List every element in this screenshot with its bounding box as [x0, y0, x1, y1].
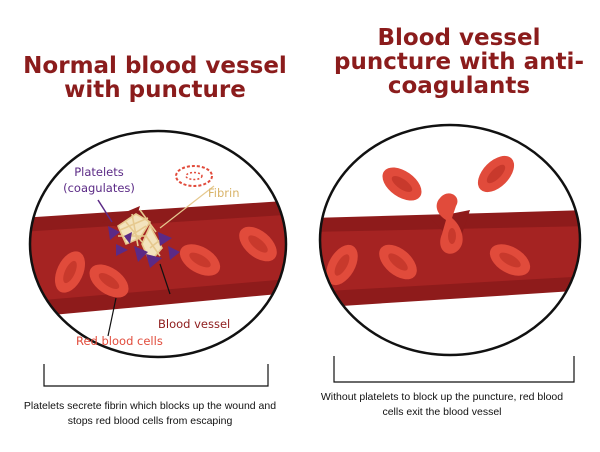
platelets-label: Platelets: [74, 165, 124, 179]
blood-vessel-label: Blood vessel: [158, 317, 230, 331]
fibrin-label: Fibrin: [208, 186, 240, 200]
red-blood-cell-icon: [376, 160, 428, 208]
right-panel-title: Blood vessel puncture with anti-coagulan…: [334, 25, 584, 99]
coagulates-label: (coagulates): [63, 181, 135, 195]
left-panel-illustration: Platelets (coagulates) Fibrin Blood vess…: [28, 129, 288, 387]
red-blood-cell-icon: [436, 193, 463, 254]
left-caption-bracket: [43, 364, 269, 387]
red-blood-cell-icon: [175, 165, 213, 187]
red-blood-cells-label: Red blood cells: [76, 334, 163, 348]
right-caption-bracket: [333, 356, 575, 383]
right-panel-caption: Without platelets to block up the punctu…: [320, 391, 564, 418]
left-panel-circle: [28, 129, 288, 359]
left-panel-caption: Platelets secrete fibrin which blocks up…: [23, 400, 277, 427]
left-panel-title: Normal blood vessel with puncture: [23, 53, 287, 103]
right-panel-illustration: [318, 123, 582, 383]
platelet-icon: [108, 226, 180, 268]
right-panel-circle: [318, 123, 582, 357]
red-blood-cell-icon: [471, 149, 521, 199]
